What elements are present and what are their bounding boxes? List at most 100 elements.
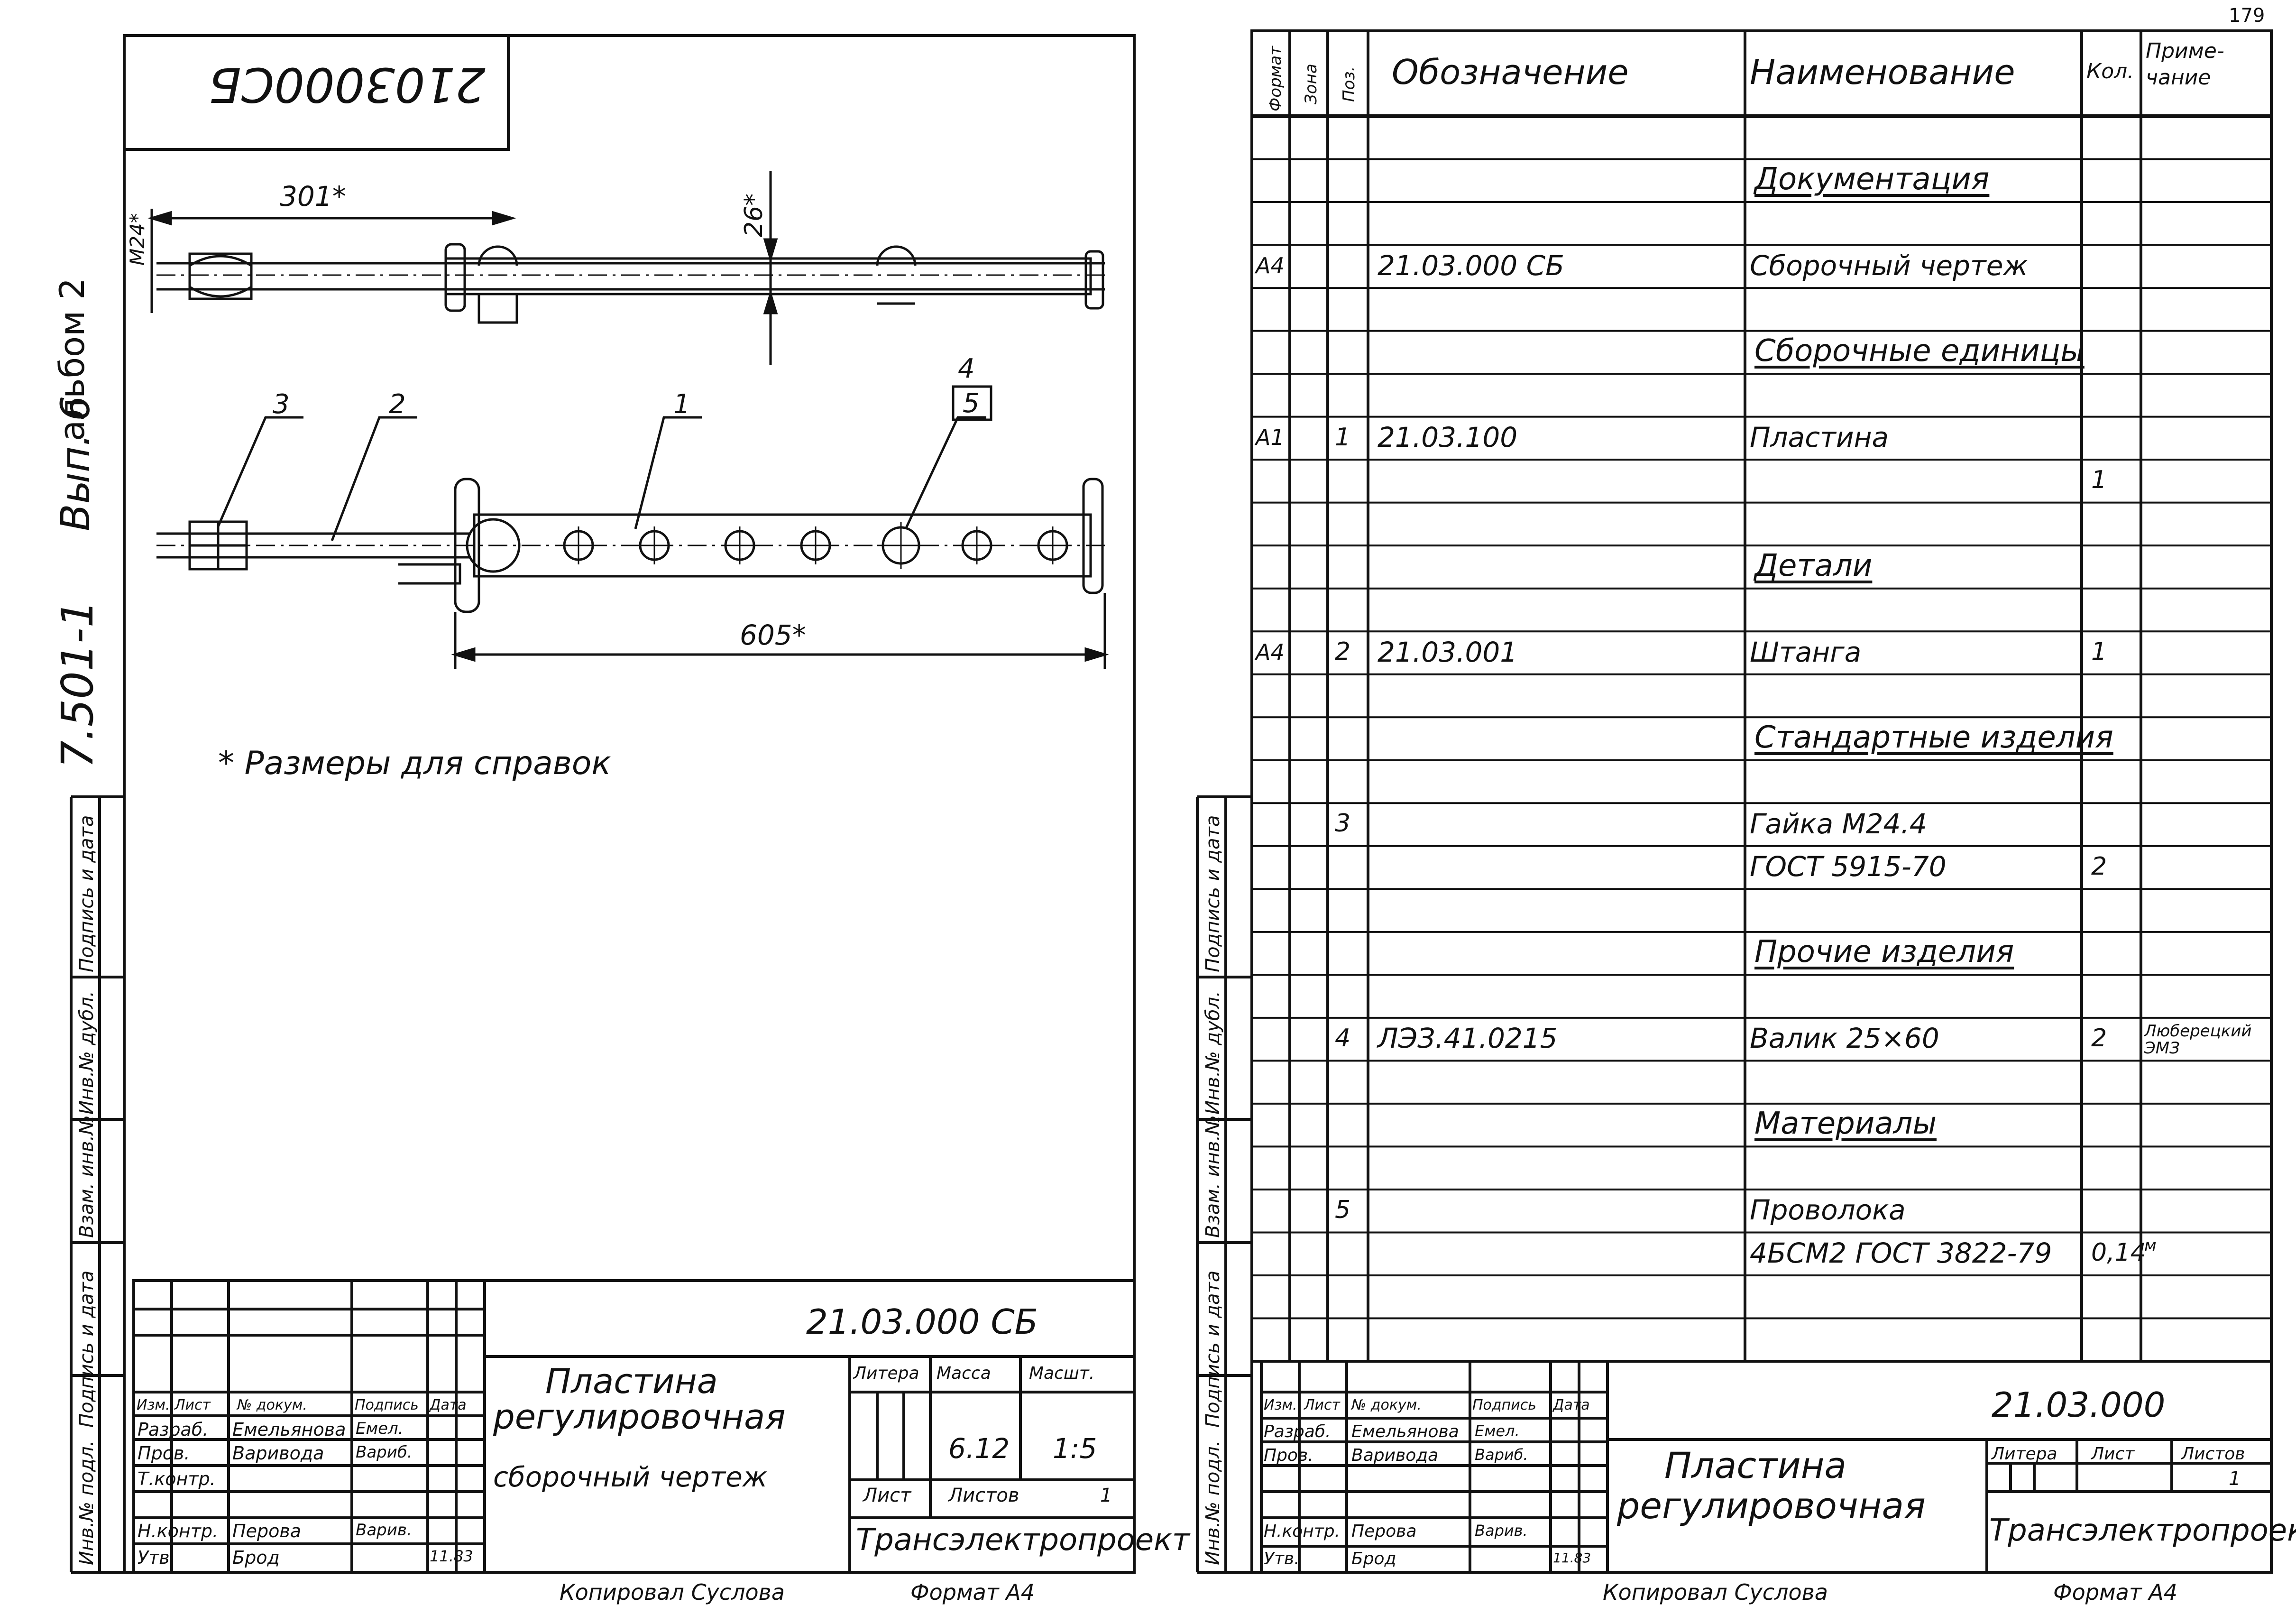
spec-cell-name: Гайка М24.4 — [1750, 807, 1927, 840]
spec-cell-pos: 3 — [1335, 809, 1351, 838]
r-role-nkontr: Н.контр. — [1264, 1522, 1341, 1541]
margin-field-3: Взам. инв.№ — [76, 1115, 98, 1238]
role-doc: № докум. — [237, 1397, 307, 1413]
col-pos-header: Поз. — [1340, 66, 1359, 102]
corner-stamp: 2103000СБ — [209, 57, 486, 112]
sheets-count: 1 — [1100, 1485, 1112, 1506]
name-nkontr: Перова — [232, 1521, 302, 1541]
left-frame — [123, 34, 1136, 1574]
r-name-utv: Брод — [1351, 1549, 1396, 1569]
corner-stamp-box — [123, 34, 510, 151]
name-utv: Брод — [232, 1547, 280, 1568]
left-title-block — [132, 1279, 1136, 1574]
page-number: 179 — [2229, 5, 2265, 27]
right-sheets-header: Листов — [2181, 1444, 2245, 1464]
r-role-izm: Изм. — [1264, 1397, 1297, 1413]
right-designation: 21.03.000 — [1992, 1385, 2166, 1425]
spec-cell-name: ГОСТ 5915-70 — [1750, 850, 1947, 883]
spec-cell-note: м — [2144, 1236, 2157, 1255]
role-list: Лист — [174, 1397, 211, 1413]
right-litera-header: Литера — [1992, 1444, 2057, 1464]
spec-cell-qty: 1 — [2091, 466, 2107, 495]
album-label: альбом 2 — [52, 277, 92, 441]
r-sign-prov: Вариб. — [1475, 1446, 1528, 1464]
role-izm: Изм. — [137, 1397, 170, 1413]
sign-razrab: Емел. — [356, 1419, 404, 1438]
left-title-line1: Пластина — [545, 1361, 718, 1401]
sign-prov: Вариб. — [356, 1443, 413, 1462]
callout-2: 2 — [389, 389, 406, 420]
spec-cell-qty: 2 — [2091, 1024, 2107, 1052]
r-role-doc: № докум. — [1351, 1397, 1422, 1413]
r-name-razrab: Емельянова — [1351, 1422, 1459, 1441]
spec-cell-note: Люберецкий ЭМЗ — [2144, 1021, 2252, 1058]
sheets-header: Листов — [948, 1485, 1019, 1506]
margin-field-4: Инв.№ дубл. — [76, 991, 98, 1115]
name-razrab: Емельянова — [232, 1419, 346, 1440]
sign-nkontr: Варив. — [356, 1521, 412, 1540]
role-sign: Подпись — [355, 1397, 419, 1413]
spec-cell-designation: ЛЭЗ.41.0215 — [1378, 1022, 1558, 1055]
right-org: Трансэлектропроект — [1989, 1513, 2296, 1548]
col-format-header: Формат — [1266, 46, 1285, 111]
left-org: Трансэлектропроект — [856, 1522, 1190, 1558]
dim-26: 26* — [740, 193, 768, 237]
left-designation: 21.03.000 СБ — [806, 1302, 1038, 1342]
right-margin-field-4: Инв.№ дубл. — [1202, 991, 1224, 1115]
dim-m24: М24* — [126, 213, 149, 266]
spec-cell-format: А4 — [1256, 253, 1285, 279]
margin-field-2: Подпись и дата — [76, 1270, 98, 1428]
r-date-utv: 11.83 — [1553, 1550, 1591, 1566]
left-copied-by: Копировал Суслова — [560, 1579, 785, 1605]
col-zone-header: Зона — [1302, 64, 1321, 104]
right-margin-field-5: Подпись и дата — [1202, 815, 1224, 972]
right-copied-by: Копировал Суслова — [1603, 1579, 1828, 1605]
reference-note: * Размеры для справок — [218, 745, 611, 782]
name-prov: Варивода — [232, 1443, 324, 1464]
spec-cell-designation: 21.03.001 — [1378, 636, 1518, 668]
spec-cell-name: Штанга — [1750, 636, 1862, 668]
mass-header: Масса — [937, 1364, 991, 1383]
dim-301: 301* — [280, 180, 346, 212]
r-role-utv: Утв. — [1264, 1549, 1300, 1569]
left-title-line2: регулировочная — [493, 1397, 786, 1437]
spec-cell-pos: 5 — [1335, 1195, 1351, 1224]
spec-cell-name: Проволока — [1750, 1194, 1906, 1227]
role-prov: Пров. — [138, 1443, 190, 1464]
spec-cell-format: А4 — [1256, 639, 1285, 665]
date-utv: 11.83 — [430, 1547, 473, 1565]
callout-5: 5 — [963, 388, 980, 419]
assembly-top-view — [147, 171, 1105, 365]
col-qty-header: Кол. — [2086, 59, 2134, 83]
spec-cell-qty: 0,14 — [2091, 1238, 2146, 1267]
right-margin-field-3: Взам. инв.№ — [1202, 1115, 1224, 1238]
r-sign-nkontr: Варив. — [1475, 1522, 1528, 1540]
callout-3: 3 — [273, 389, 290, 420]
right-sheet-header: Лист — [2091, 1444, 2135, 1464]
spec-cell-name: Сборочный чертеж — [1750, 249, 2028, 282]
spec-cell-designation: 21.03.100 — [1378, 421, 1518, 453]
r-name-nkontr: Перова — [1351, 1522, 1417, 1541]
spec-cell-name: Детали — [1754, 548, 1873, 583]
spec-cell-pos: 4 — [1335, 1024, 1351, 1052]
scale-header: Масшт. — [1029, 1364, 1095, 1383]
spec-cell-name: Пластина — [1750, 421, 1889, 453]
left-subtitle: сборочный чертеж — [493, 1461, 768, 1493]
litera-header: Литера — [854, 1364, 919, 1383]
series-label: 7.501-1 — [52, 600, 103, 768]
right-margin-field-2: Подпись и дата — [1202, 1270, 1224, 1428]
left-format: Формат А4 — [910, 1579, 1035, 1605]
spec-cell-name: Прочие изделия — [1754, 934, 2014, 970]
margin-field-5: Подпись и дата — [76, 815, 98, 972]
spec-cell-qty: 1 — [2091, 637, 2107, 666]
right-sheets-count: 1 — [2229, 1468, 2241, 1490]
spec-cell-qty: 2 — [2091, 852, 2107, 881]
spec-cell-format: А1 — [1256, 424, 1285, 451]
dim-605: 605* — [740, 619, 806, 651]
r-role-prov: Пров. — [1264, 1446, 1313, 1465]
role-nkontr: Н.контр. — [138, 1521, 219, 1541]
role-razrab: Разраб. — [138, 1419, 209, 1440]
r-role-list: Лист — [1304, 1397, 1341, 1413]
spec-cell-name: 4БСМ2 ГОСТ 3822-79 — [1750, 1236, 2052, 1269]
